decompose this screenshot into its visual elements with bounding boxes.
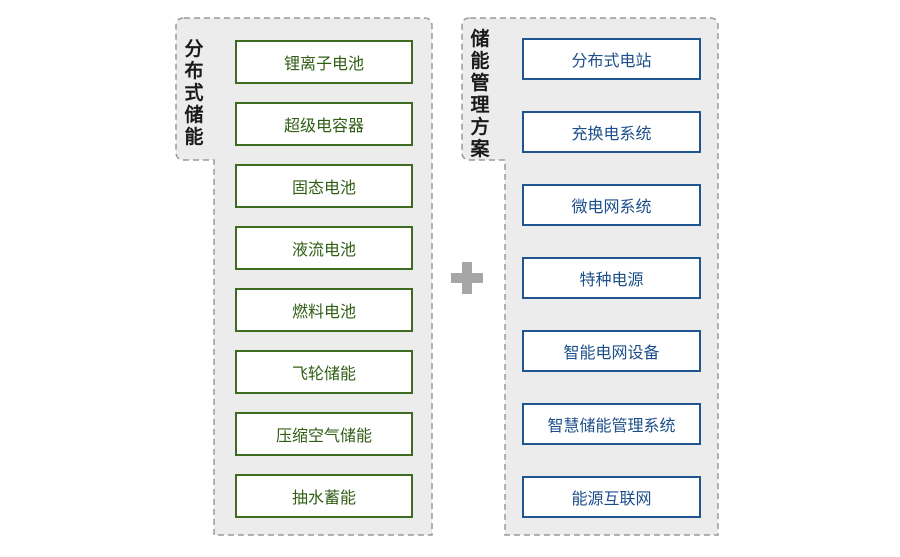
- right-item: 分布式电站: [522, 38, 701, 80]
- left-panel-outline: [175, 17, 433, 536]
- right-item: 智慧储能管理系统: [522, 403, 701, 445]
- right-item: 特种电源: [522, 257, 701, 299]
- right-item: 智能电网设备: [522, 330, 701, 372]
- right-panel-title: 储能管理方案: [470, 28, 490, 160]
- left-item: 压缩空气储能: [235, 412, 413, 456]
- right-item: 能源互联网: [522, 476, 701, 518]
- left-item: 液流电池: [235, 226, 413, 270]
- left-panel-title: 分布式储能: [184, 38, 204, 148]
- left-item: 固态电池: [235, 164, 413, 208]
- left-item: 超级电容器: [235, 102, 413, 146]
- left-item: 抽水蓄能: [235, 474, 413, 518]
- left-item: 燃料电池: [235, 288, 413, 332]
- left-item: 飞轮储能: [235, 350, 413, 394]
- left-item: 锂离子电池: [235, 40, 413, 84]
- plus-icon: [451, 262, 483, 294]
- right-item: 微电网系统: [522, 184, 701, 226]
- right-item: 充换电系统: [522, 111, 701, 153]
